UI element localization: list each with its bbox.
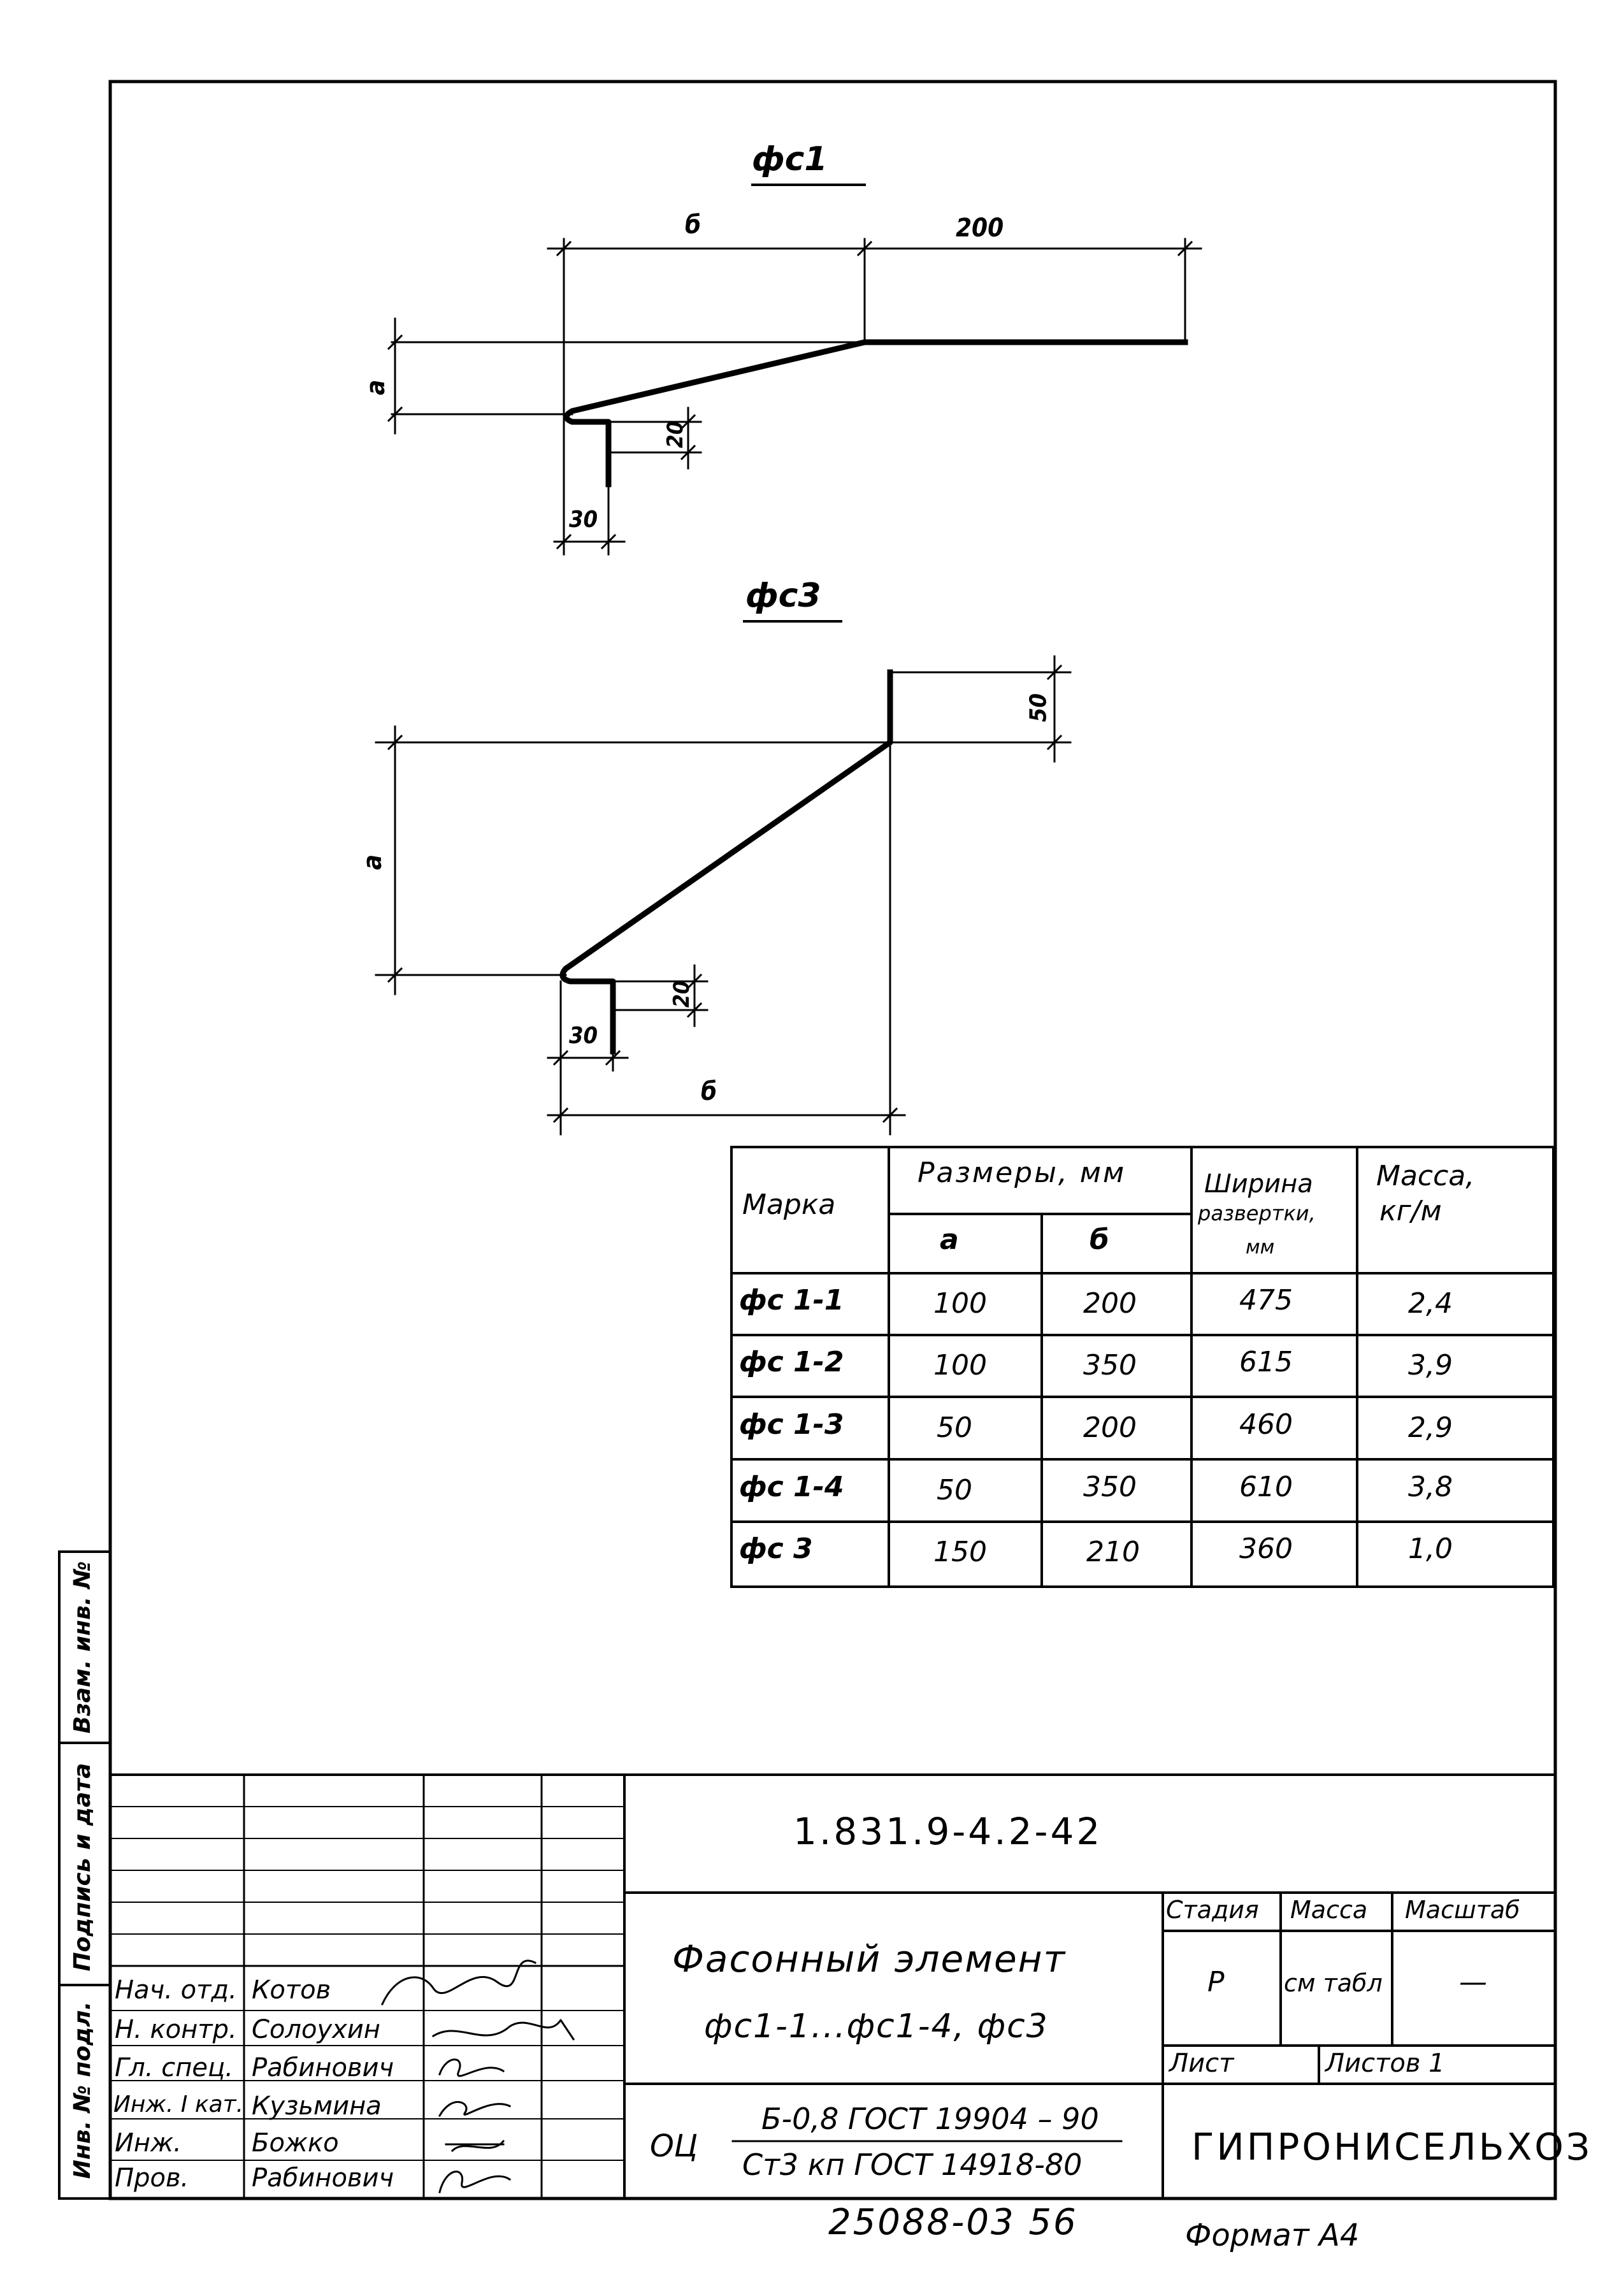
footer-format: Формат А4 bbox=[1185, 2218, 1360, 2253]
table-row-5-b: 210 bbox=[1086, 1536, 1140, 1568]
table-row-3-b: 200 bbox=[1083, 1412, 1137, 1444]
doc-code: 1.831.9-4.2-42 bbox=[793, 1810, 1103, 1853]
person-1-name: Котов bbox=[252, 1975, 331, 2005]
table-row-1-mark: фс 1-1 bbox=[739, 1284, 844, 1317]
fs3-title: фс3 bbox=[745, 577, 821, 615]
table-row-4-b: 350 bbox=[1083, 1471, 1137, 1503]
person-4-name: Кузьмина bbox=[252, 2091, 382, 2121]
table-row-2-b: 350 bbox=[1083, 1349, 1137, 1382]
fs1-dim-20: 20 bbox=[663, 421, 688, 449]
table-row-4-mark: фс 1-4 bbox=[739, 1471, 844, 1503]
person-3-role: Гл. спец. bbox=[115, 2053, 233, 2083]
mass-value: см табл bbox=[1284, 1969, 1383, 1997]
table-row-1-width: 475 bbox=[1239, 1284, 1293, 1317]
table-header-sizes: Размеры, мм bbox=[917, 1157, 1126, 1189]
doc-name-1: Фасонный элемент bbox=[672, 1937, 1067, 1981]
person-2-role: Н. контр. bbox=[115, 2015, 237, 2044]
title-block-grid bbox=[109, 1773, 1557, 2200]
material-line-2: Ст3 кп ГОСТ 14918-80 bbox=[742, 2148, 1083, 2182]
fs1-title: фс1 bbox=[752, 140, 828, 178]
side-label-podpis: Подпись и дата bbox=[69, 1763, 96, 1972]
person-4-role: Инж. I кат. bbox=[113, 2091, 244, 2118]
scale-header: Масштаб bbox=[1405, 1896, 1520, 1924]
organization: ГИПРОНИСЕЛЬХОЗ bbox=[1191, 2125, 1593, 2169]
table-header-width-3: мм bbox=[1246, 1236, 1275, 1259]
table-row-1-b: 200 bbox=[1083, 1287, 1137, 1320]
person-5-name: Божко bbox=[252, 2128, 339, 2158]
table-header-mass-1: Масса, bbox=[1376, 1160, 1475, 1192]
table-row-5-mark: фс 3 bbox=[739, 1533, 813, 1565]
stage-value: Р bbox=[1207, 1966, 1225, 1998]
fs3-dim-50: 50 bbox=[1025, 693, 1052, 723]
side-strip bbox=[58, 1550, 112, 2200]
table-row-3-width: 460 bbox=[1239, 1408, 1293, 1441]
fs3-dim-30: 30 bbox=[569, 1023, 598, 1049]
fs1-dim-b: б bbox=[685, 210, 702, 240]
sheet-header: Лист bbox=[1169, 2049, 1234, 2078]
table-header-mass-2: кг/м bbox=[1379, 1195, 1442, 1227]
table-row-5-a: 150 bbox=[933, 1536, 987, 1568]
table-grid bbox=[730, 1146, 1555, 1588]
table-row-4-width: 610 bbox=[1239, 1471, 1293, 1503]
fs3-dim-b: б bbox=[701, 1077, 717, 1106]
person-6-name: Рабинович bbox=[252, 2163, 394, 2193]
table-row-5-mass: 1,0 bbox=[1408, 1533, 1453, 1565]
side-label-inv: Инв. № подл. bbox=[69, 2001, 96, 2179]
stage-header: Стадия bbox=[1166, 1896, 1259, 1924]
table-row-2-width: 615 bbox=[1239, 1346, 1293, 1378]
fs1-dim-200: 200 bbox=[956, 213, 1004, 243]
table-header-width-1: Ширина bbox=[1204, 1169, 1313, 1199]
outer-frame bbox=[108, 80, 1557, 2200]
person-6-role: Пров. bbox=[115, 2163, 189, 2193]
table-row-3-mass: 2,9 bbox=[1408, 1412, 1453, 1444]
fs3-dim-a: а bbox=[358, 854, 387, 870]
table-row-2-mark: фс 1-2 bbox=[739, 1346, 844, 1378]
fs1-dim-a: а bbox=[361, 379, 391, 396]
scale-value: — bbox=[1459, 1966, 1487, 1998]
footer-number: 25088-03 56 bbox=[828, 2202, 1078, 2243]
table-row-5-width: 360 bbox=[1239, 1533, 1293, 1565]
signatures bbox=[381, 1960, 575, 2193]
table-row-3-a: 50 bbox=[937, 1412, 972, 1444]
sheets-header: Листов 1 bbox=[1325, 2049, 1445, 2078]
person-2-name: Солоухин bbox=[252, 2015, 380, 2044]
person-1-role: Нач. отд. bbox=[115, 1975, 237, 2005]
table-row-2-mass: 3,9 bbox=[1408, 1349, 1453, 1382]
material-prefix: ОЦ bbox=[650, 2128, 698, 2164]
table-row-3-mark: фс 1-3 bbox=[739, 1408, 844, 1441]
table-header-b: б bbox=[1090, 1224, 1109, 1256]
table-row-4-a: 50 bbox=[937, 1474, 972, 1506]
doc-name-2: фс1-1...фс1-4, фс3 bbox=[704, 2007, 1049, 2046]
fs1-dim-30: 30 bbox=[569, 507, 598, 533]
mass-header: Масса bbox=[1290, 1896, 1368, 1924]
side-label-vzam: Взам. инв. № bbox=[69, 1561, 96, 1734]
table-row-1-a: 100 bbox=[933, 1287, 987, 1320]
table-header-width-2: развертки, bbox=[1198, 1201, 1316, 1225]
fs3-dim-20: 20 bbox=[669, 980, 694, 1008]
fs3-geometry bbox=[375, 620, 1072, 1136]
table-header-a: а bbox=[940, 1224, 959, 1256]
fs1-geometry bbox=[387, 184, 1202, 556]
table-row-4-mass: 3,8 bbox=[1408, 1471, 1453, 1503]
material-line-1: Б-0,8 ГОСТ 19904 – 90 bbox=[761, 2102, 1099, 2136]
table-header-mark: Марка bbox=[742, 1188, 836, 1221]
table-row-1-mass: 2,4 bbox=[1408, 1287, 1453, 1320]
person-3-name: Рабинович bbox=[252, 2053, 394, 2083]
person-5-role: Инж. bbox=[115, 2128, 182, 2158]
table-row-2-a: 100 bbox=[933, 1349, 987, 1382]
